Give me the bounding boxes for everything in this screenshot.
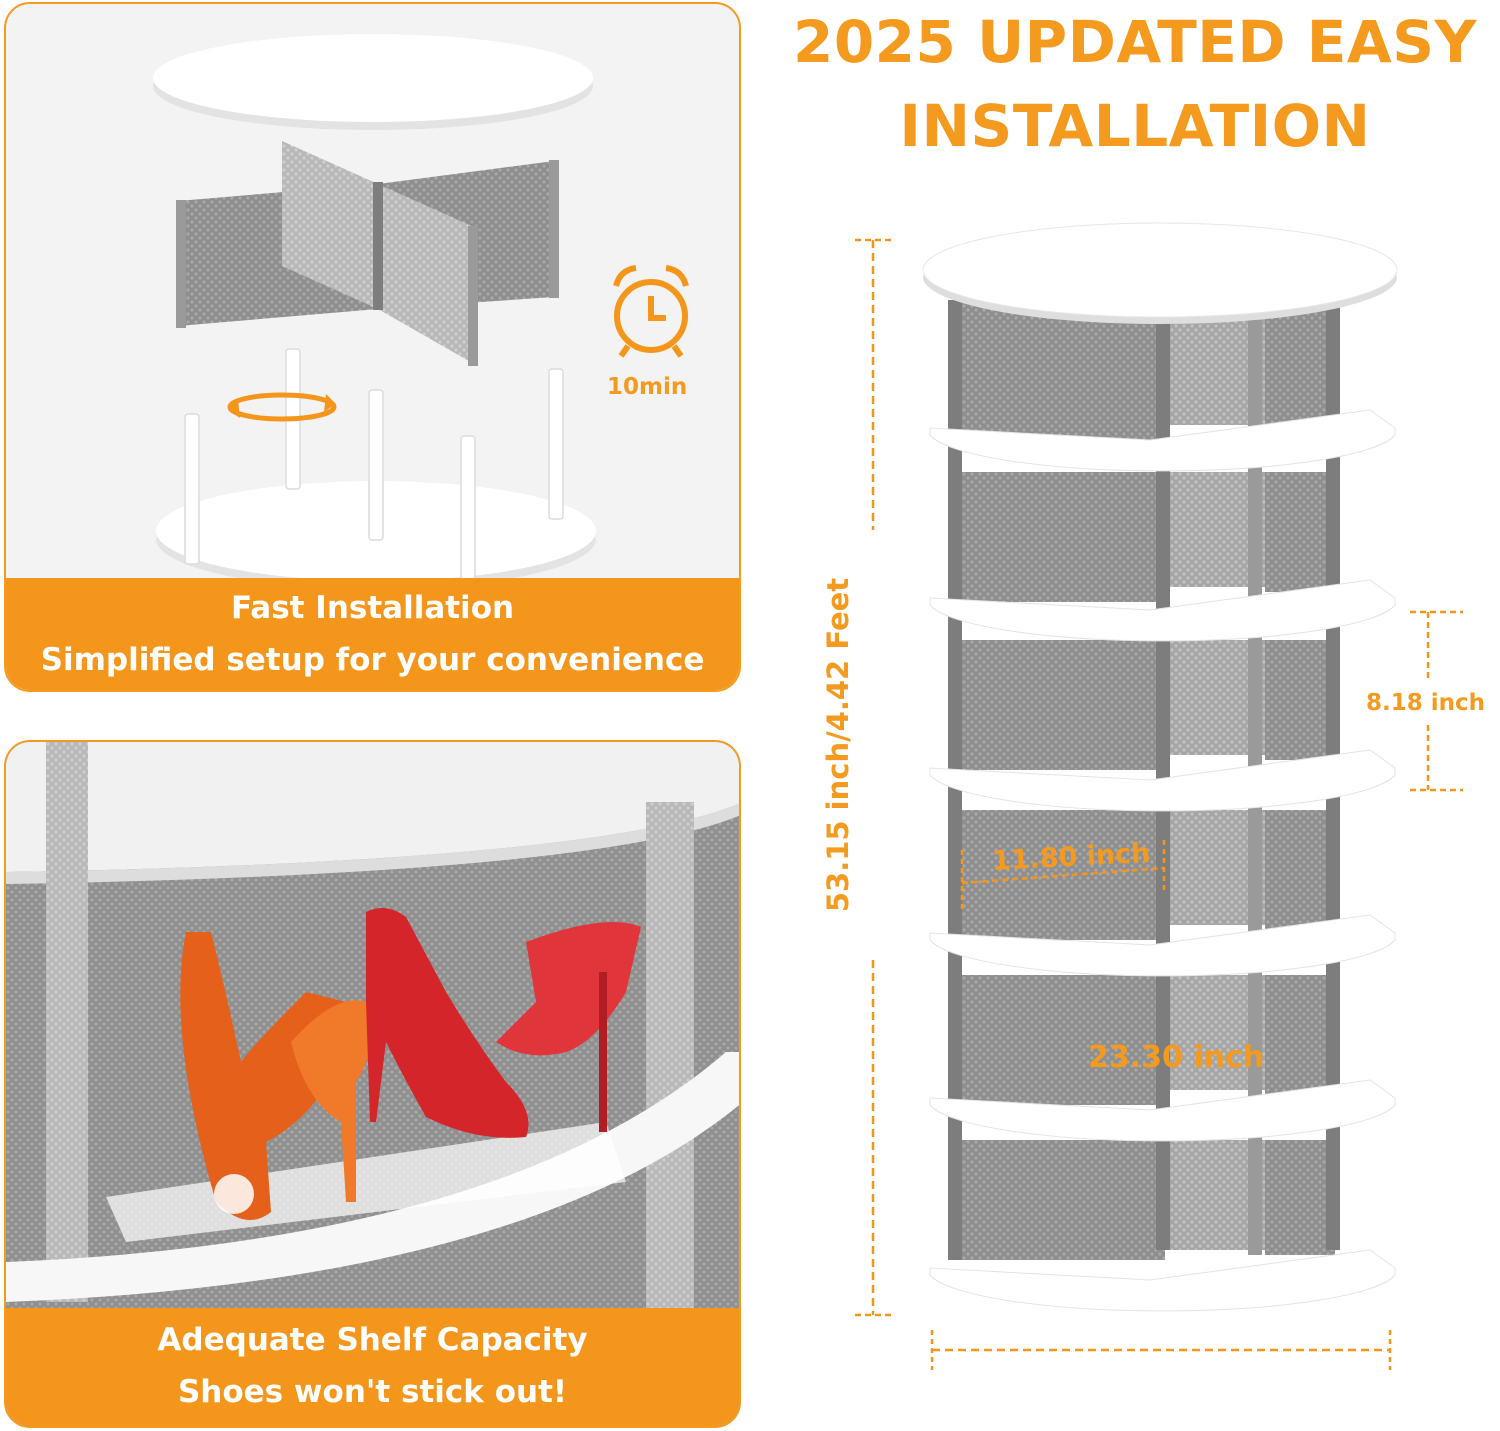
- width-dimension-line: [930, 1330, 1392, 1370]
- capacity-panel: Adequate Shelf Capacity Shoes won't stic…: [4, 740, 741, 1428]
- orange-heels: [180, 932, 372, 1220]
- height-dimension-line: [855, 238, 892, 1317]
- rack-shelves: [922, 222, 1398, 1312]
- support-posts: [184, 348, 564, 582]
- post-right: [646, 802, 694, 1322]
- capacity-caption: Adequate Shelf Capacity Shoes won't stic…: [6, 1308, 739, 1426]
- post-left: [46, 742, 88, 1302]
- caption-title: Adequate Shelf Capacity: [157, 1322, 588, 1358]
- top-shelf-disc: [153, 34, 593, 130]
- shelf-spacing-label: 8.18 inch: [1366, 690, 1486, 716]
- installation-caption: Fast Installation Simplified setup for y…: [6, 578, 739, 690]
- caption-subtitle: Shoes won't stick out!: [177, 1374, 568, 1410]
- depth-dimension-line: [960, 840, 1166, 910]
- upper-shelf: [6, 742, 739, 872]
- cross-divider: [176, 141, 559, 366]
- caption-title: Fast Installation: [230, 590, 515, 626]
- tier-5: [950, 975, 1335, 1105]
- install-time-label: 10min: [607, 374, 688, 400]
- headline-line-1: 2025 UPDATED EASY: [792, 8, 1478, 76]
- tier-1: [950, 300, 1335, 440]
- rotating-shoe-rack-illustration: [855, 222, 1463, 1370]
- page-headline: 2025 UPDATED EASY INSTALLATION: [770, 0, 1500, 168]
- headline-line-2: INSTALLATION: [899, 92, 1371, 160]
- height-dimension-label: 53.15 inch/4.42 Feet: [821, 577, 855, 913]
- shelf-spacing-dimension-line: [1410, 610, 1463, 792]
- rotate-arrows-icon: [227, 392, 337, 422]
- tier-6: [950, 1140, 1335, 1260]
- tier-3: [950, 640, 1335, 770]
- red-heels: [366, 908, 641, 1138]
- caption-subtitle: Simplified setup for your convenience: [40, 642, 705, 678]
- alarm-clock-icon: [613, 265, 689, 358]
- width-dimension-label: 23.30 inch: [1088, 1040, 1265, 1075]
- installation-panel: 10min Fast Installation Simplified setup…: [4, 2, 741, 692]
- exploded-assembly-illustration: [153, 34, 689, 589]
- tier-2: [950, 472, 1335, 602]
